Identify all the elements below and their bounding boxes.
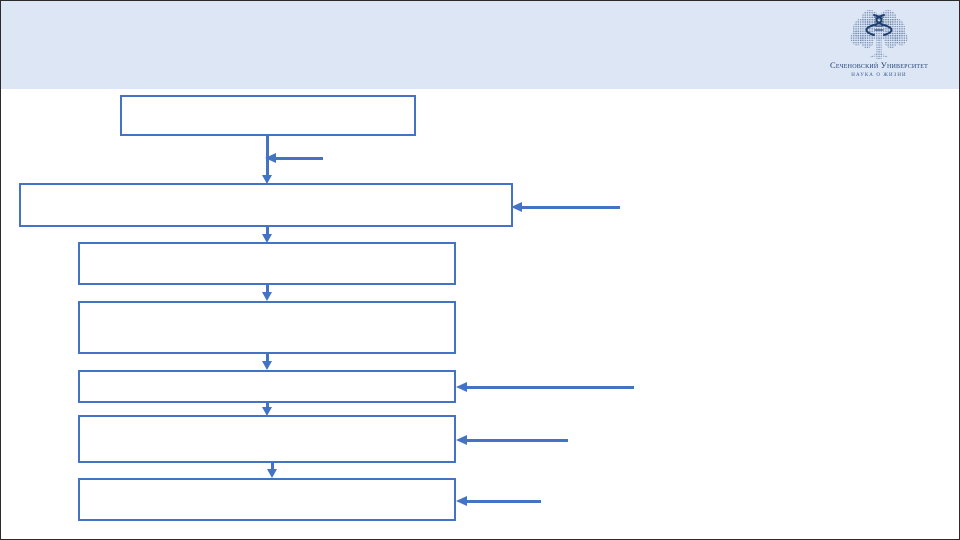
- callout-arrow-shaft: [467, 439, 568, 442]
- flowchart-box-6-label: [80, 417, 454, 461]
- callout-arrow-shaft: [522, 206, 620, 209]
- arrow-head-down-icon: [262, 292, 272, 301]
- connector-shaft: [266, 354, 269, 361]
- arrow-head-down-icon: [267, 469, 277, 478]
- connector-shaft: [266, 403, 269, 407]
- flowchart-box-1-label: [122, 97, 414, 134]
- arrow-head-down-icon: [262, 234, 272, 243]
- arrow-head-left-icon: [456, 496, 467, 506]
- connector-shaft: [266, 285, 269, 292]
- connector-shaft: [271, 463, 274, 469]
- arrow-head-down-icon: [262, 407, 272, 416]
- university-logo: Сеченовский Университет НАУКА О ЖИЗНИ: [817, 7, 941, 85]
- sechenov-tree-dna-logo-icon: [850, 10, 908, 59]
- flowchart-box-3-label: [80, 244, 454, 283]
- flowchart-box-4[interactable]: [78, 301, 456, 354]
- logo-title-text: Сеченовский Университет: [829, 60, 929, 70]
- arrow-head-down-icon: [262, 361, 272, 370]
- connector-shaft: [266, 227, 269, 234]
- flowchart-box-3[interactable]: [78, 242, 456, 285]
- flowchart-box-2[interactable]: [19, 183, 513, 227]
- slide-header-band: [1, 1, 959, 89]
- arrow-head-left-icon: [265, 153, 276, 163]
- callout-arrow-shaft: [276, 157, 323, 160]
- flowchart-box-5[interactable]: [78, 370, 456, 403]
- flowchart-box-2-label: [21, 185, 511, 225]
- flowchart-box-6[interactable]: [78, 415, 456, 463]
- callout-arrow-shaft: [467, 500, 541, 503]
- flowchart-box-1[interactable]: [120, 95, 416, 136]
- arrow-head-left-icon: [511, 202, 522, 212]
- flowchart-box-4-label: [80, 303, 454, 352]
- arrow-head-left-icon: [456, 435, 467, 445]
- arrow-head-left-icon: [456, 382, 467, 392]
- callout-arrow-shaft: [467, 386, 634, 389]
- flowchart-box-5-label: [80, 372, 454, 401]
- logo-tagline-text: НАУКА О ЖИЗНИ: [851, 73, 907, 78]
- arrow-head-down-icon: [262, 175, 272, 184]
- flowchart-box-7-label: [80, 480, 454, 519]
- flowchart-box-7[interactable]: [78, 478, 456, 521]
